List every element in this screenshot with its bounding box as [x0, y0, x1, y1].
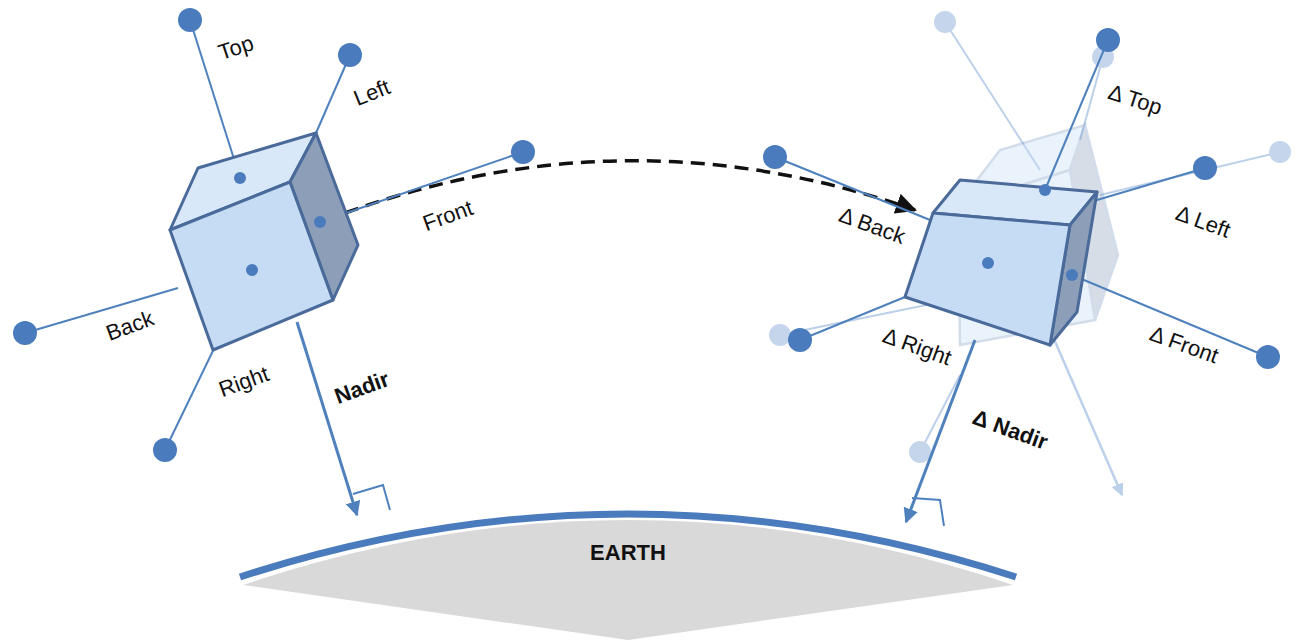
- face-dots: [234, 172, 326, 276]
- axis-label: Left: [351, 76, 393, 110]
- axis-label: Δ Right: [880, 325, 954, 370]
- axes-satellite-1: [13, 8, 535, 515]
- earth-outline: [235, 495, 1020, 642]
- axis-label: Δ Top: [1105, 81, 1164, 119]
- axis-label: Front: [420, 197, 476, 235]
- axis-label: Back: [103, 307, 156, 344]
- axis-label: Δ Back: [836, 204, 908, 248]
- satellite-cube: [170, 133, 358, 350]
- trajectory-arrow: [345, 161, 915, 213]
- earth-label: EARTH: [590, 540, 666, 566]
- earth-shape: EARTH: [235, 495, 1020, 642]
- ghost-axes: [769, 11, 1291, 495]
- axis-label: Nadir: [332, 368, 392, 408]
- axis-label: Δ Nadir: [970, 406, 1051, 453]
- axis-label: Δ Left: [1173, 202, 1233, 242]
- axes-satellite-2: [763, 28, 1280, 526]
- face-dots: [982, 184, 1078, 281]
- axis-label: Right: [216, 363, 272, 401]
- axis-label: Top: [216, 32, 257, 64]
- earth-fill: [243, 520, 1013, 640]
- earth-surface: [240, 514, 1016, 577]
- satellite-cube: [905, 180, 1097, 345]
- axis-label: Δ Front: [1147, 323, 1221, 368]
